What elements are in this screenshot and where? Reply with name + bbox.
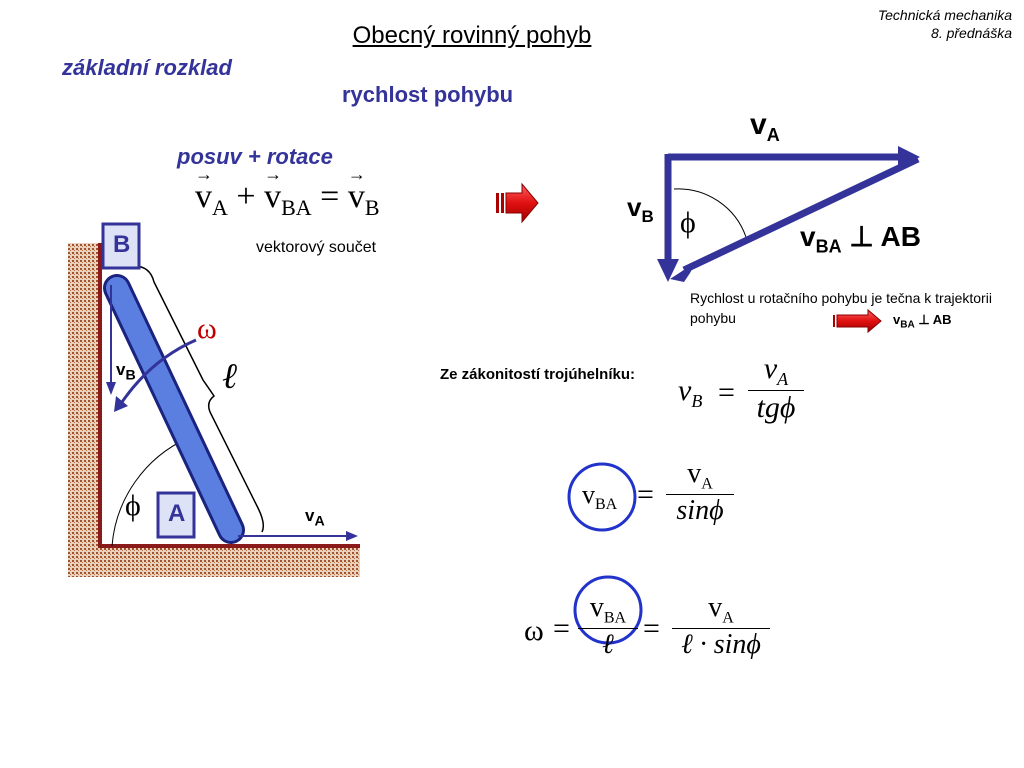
note-arrow-icon [833, 308, 882, 334]
triangle-phi-arc [673, 188, 747, 238]
vb-label: vB [116, 360, 136, 384]
course-name: Technická mechanika [877, 7, 1012, 23]
rotation-note: Rychlost u rotačního pohybu je tečna k t… [690, 290, 992, 326]
formula1-lhs: vB [678, 374, 703, 411]
formula2-num: vA [687, 458, 713, 493]
vba-highlight-circle [567, 462, 637, 532]
phi-label: ϕ [125, 489, 141, 522]
transition-arrow-icon [496, 182, 539, 224]
triangle-va-label: vA [750, 108, 780, 145]
vector-vb: →v [347, 164, 366, 215]
point-b-box [101, 222, 141, 270]
triangle-phi-label: ϕ [680, 206, 696, 239]
equals-sign: = [320, 178, 340, 215]
vector-vba: →v [264, 164, 283, 215]
vector-equation: →vA + →vBA = →vB [195, 164, 380, 221]
triangle-vb-arrow-icon [657, 259, 679, 282]
section-left-title: základní rozklad [62, 55, 232, 80]
vector-va-sub: A [212, 194, 228, 220]
formula2-den: sinϕ [676, 494, 724, 526]
va-label: vA [305, 506, 325, 530]
ladder-bar [106, 277, 242, 541]
ladder-diagram [68, 222, 360, 577]
note-relation: vBA ⊥ AB [893, 312, 952, 331]
omega-label: ω [197, 312, 217, 345]
formula3-den1: ℓ [602, 628, 614, 660]
formula3-den2: ℓ · sinϕ [681, 628, 761, 660]
formula3-num2: vA [708, 592, 734, 627]
section-center-title: rychlost pohybu [342, 82, 514, 107]
formula2-lhs: vBA [582, 480, 618, 514]
formula1-den: tgϕ [756, 391, 796, 424]
vector-vb-sub: B [364, 194, 380, 220]
vector-sum-label: vektorový součet [256, 239, 377, 256]
plus-sign: + [236, 178, 256, 215]
formula3-equals1: = [553, 612, 570, 645]
length-brace [133, 265, 265, 533]
length-label: ℓ [222, 356, 237, 396]
formula1-fraction: vA tgϕ [748, 352, 804, 425]
formula3-num1: vBA [589, 592, 627, 627]
point-b-label: B [113, 231, 131, 258]
triangle-vba-label: vBA ⊥ AB [800, 221, 921, 257]
lecture-number: 8. přednáška [931, 25, 1012, 41]
floor-hatch [68, 545, 360, 577]
velocity-triangle [657, 146, 920, 282]
vector-va: →v [195, 164, 213, 215]
formula2-fraction: vA sinϕ [666, 458, 734, 527]
section-sub-title: posuv + rotace [177, 144, 333, 169]
formula1-num: vA [763, 352, 789, 389]
vb-arrow-icon [106, 382, 116, 395]
formula3-lhs: ω [524, 614, 544, 647]
formula2-equals: = [637, 478, 654, 511]
formula3-equals2: = [643, 612, 660, 645]
formula1-equals: = [718, 376, 735, 409]
vector-vba-sub: BA [281, 194, 312, 220]
vba-highlight-circle-2 [573, 575, 643, 645]
phi-arc [111, 437, 189, 547]
wall-hatch [68, 243, 100, 577]
wall-floor-edge [98, 243, 360, 548]
triangle-vb-label: vB [627, 192, 654, 227]
va-arrow-icon [346, 531, 358, 541]
header-course: Technická mechanika 8. přednáška [878, 6, 1012, 42]
page-title: Obecný rovinný pohyb [352, 22, 592, 49]
omega-arrow-icon [114, 396, 128, 412]
triangle-law-label: Ze zákonitostí trojúhelníku: [440, 366, 636, 383]
formula3-fraction1: vBA ℓ [578, 592, 638, 661]
point-a-label: A [168, 500, 186, 527]
formula3-fraction2: vA ℓ · sinϕ [672, 592, 770, 661]
triangle-vba-arrow-icon [670, 262, 696, 282]
point-a-box [156, 491, 196, 539]
